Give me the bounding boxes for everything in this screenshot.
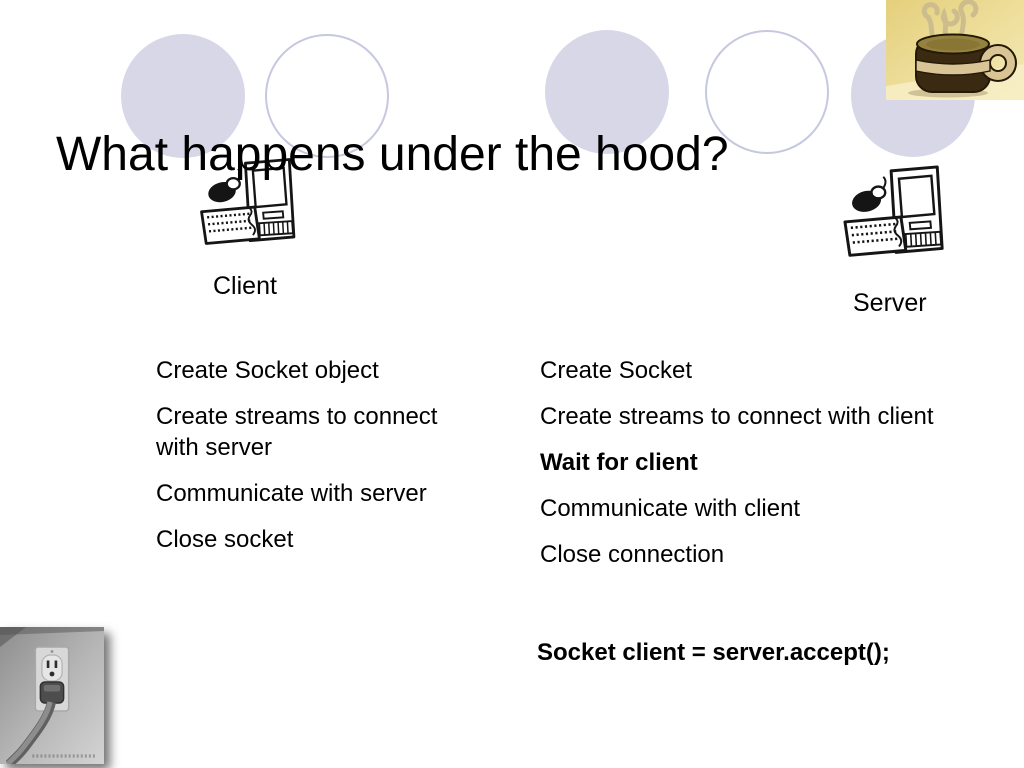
- server-steps-list: Create Socket Create streams to connect …: [540, 355, 990, 585]
- accept-code-line: Socket client = server.accept();: [537, 639, 890, 666]
- power-outlet-photo: [0, 627, 104, 764]
- client-computer-clipart: [195, 156, 307, 260]
- client-step: Communicate with server: [156, 480, 427, 507]
- server-step: Close connection: [540, 541, 725, 568]
- client-step: Close socket: [156, 526, 294, 553]
- server-step: Create streams to connect with client: [540, 403, 934, 430]
- server-step: Communicate with client: [540, 495, 801, 522]
- server-step: Create Socket: [540, 357, 693, 384]
- client-step: Create Socket object: [156, 357, 379, 384]
- server-step-wait-for-client: Wait for client: [540, 449, 698, 476]
- coffee-mug-photo: [886, 0, 1024, 100]
- slide-title: What happens under the hood?: [56, 128, 729, 182]
- server-computer-clipart: [838, 164, 956, 272]
- decorative-circle-outlined: [705, 30, 829, 154]
- server-label: Server: [853, 289, 927, 317]
- decorative-circle-filled: [545, 30, 669, 154]
- decorative-circle-filled: [121, 34, 245, 158]
- decorative-circle-outlined: [265, 34, 389, 158]
- client-label: Client: [213, 272, 277, 300]
- client-step: Create streams to connect with server: [156, 403, 438, 461]
- client-steps-list: Create Socket object Create streams to c…: [156, 355, 468, 570]
